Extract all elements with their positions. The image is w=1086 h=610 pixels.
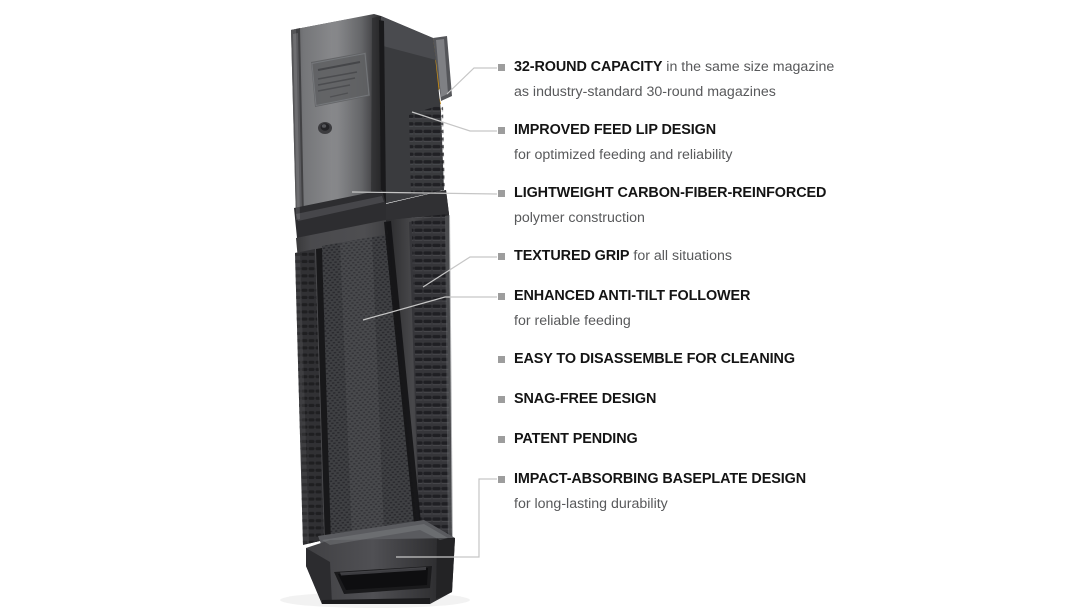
callout-headline: 32-ROUND CAPACITY — [514, 59, 663, 75]
callout-patent-pending: PATENT PENDING — [498, 430, 638, 448]
callout-baseplate: IMPACT-ABSORBING BASEPLATE DESIGN for lo… — [498, 470, 806, 511]
callout-headline: LIGHTWEIGHT CARBON-FIBER-REINFORCED — [514, 185, 827, 201]
callout-subtext: for optimized feeding and reliability — [514, 147, 733, 163]
callout-text: TEXTURED GRIP for all situations — [514, 247, 732, 265]
callout-text: IMPROVED FEED LIP DESIGN for optimized f… — [514, 121, 732, 162]
callout-feed-lip: IMPROVED FEED LIP DESIGN for optimized f… — [498, 121, 732, 162]
callout-bullet-icon — [498, 127, 505, 134]
leader-line-carbon-fiber — [351, 191, 498, 195]
leader-line-capacity — [446, 67, 497, 95]
callout-trailing-text: in the same size magazine — [662, 59, 835, 75]
callout-disassemble: EASY TO DISASSEMBLE FOR CLEANING — [498, 350, 795, 368]
callout-subtext: for reliable feeding — [514, 313, 631, 329]
callout-headline: ENHANCED ANTI-TILT FOLLOWER — [514, 288, 751, 304]
callout-bullet-icon — [498, 476, 505, 483]
callout-anti-tilt-follower: ENHANCED ANTI-TILT FOLLOWER for reliable… — [498, 287, 750, 328]
callout-text: EASY TO DISASSEMBLE FOR CLEANING — [514, 350, 795, 368]
callout-bullet-icon — [498, 253, 505, 260]
callout-subtext: for long-lasting durability — [514, 496, 668, 512]
callout-bullet-icon — [498, 64, 505, 71]
leader-line-textured-grip — [422, 256, 497, 288]
callout-headline: IMPACT-ABSORBING BASEPLATE DESIGN — [514, 471, 806, 487]
callout-headline: TEXTURED GRIP — [514, 248, 630, 264]
leader-line-feed-lip — [411, 111, 497, 132]
callout-subtext: polymer construction — [514, 210, 645, 226]
callout-headline: IMPROVED FEED LIP DESIGN — [514, 122, 717, 138]
callout-headline: PATENT PENDING — [514, 431, 638, 447]
callout-trailing-text: for all situations — [629, 248, 732, 264]
callout-textured-grip: TEXTURED GRIP for all situations — [498, 247, 732, 265]
callout-bullet-icon — [498, 436, 505, 443]
callout-text: PATENT PENDING — [514, 430, 638, 448]
leader-line-baseplate — [396, 478, 497, 558]
callout-bullet-icon — [498, 293, 505, 300]
callout-text: 32-ROUND CAPACITY in the same size magaz… — [514, 58, 834, 99]
callout-capacity: 32-ROUND CAPACITY in the same size magaz… — [498, 58, 834, 99]
callout-subtext: as industry-standard 30-round magazines — [514, 84, 776, 100]
callout-headline: SNAG-FREE DESIGN — [514, 391, 657, 407]
callout-text: IMPACT-ABSORBING BASEPLATE DESIGN for lo… — [514, 470, 806, 511]
callout-text: SNAG-FREE DESIGN — [514, 390, 656, 408]
callout-headline: EASY TO DISASSEMBLE FOR CLEANING — [514, 351, 795, 367]
callout-bullet-icon — [498, 190, 505, 197]
callout-bullet-icon — [498, 356, 505, 363]
callout-bullet-icon — [498, 396, 505, 403]
callout-snag-free: SNAG-FREE DESIGN — [498, 390, 656, 408]
callout-text: ENHANCED ANTI-TILT FOLLOWER for reliable… — [514, 287, 750, 328]
leader-line-anti-tilt — [362, 296, 497, 321]
callout-carbon-fiber: LIGHTWEIGHT CARBON-FIBER-REINFORCED poly… — [498, 184, 826, 225]
callout-text: LIGHTWEIGHT CARBON-FIBER-REINFORCED poly… — [514, 184, 826, 225]
